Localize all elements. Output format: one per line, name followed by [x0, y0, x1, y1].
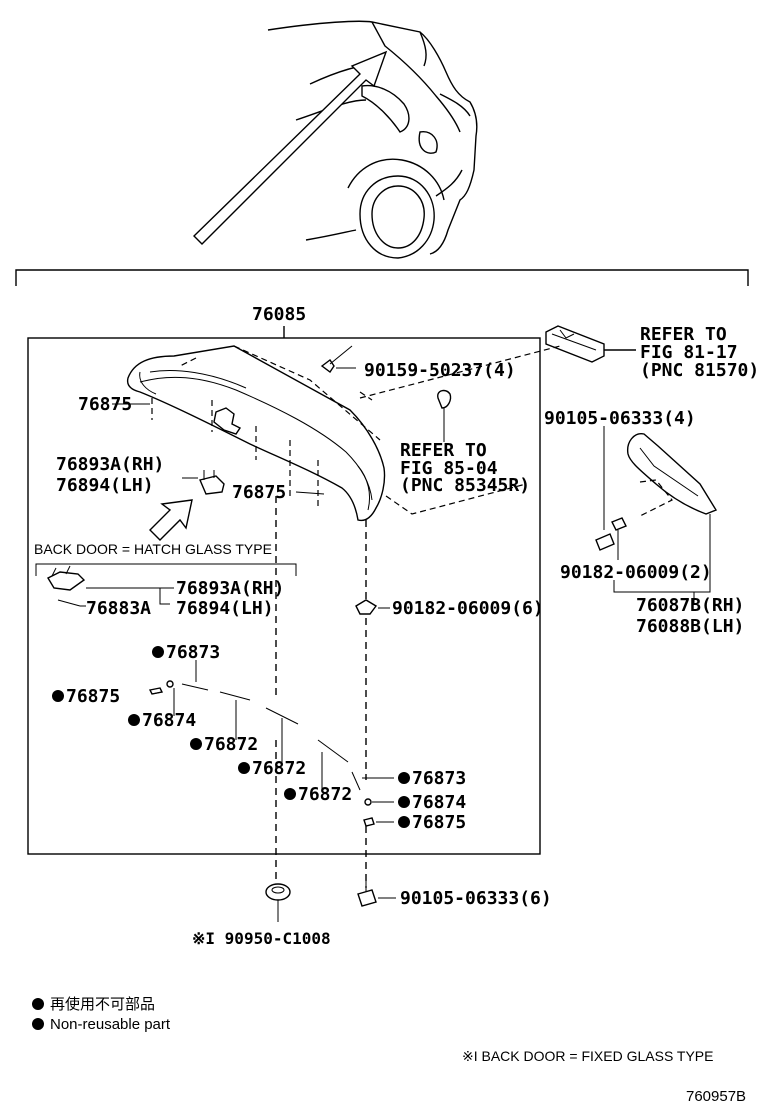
non-reusable-dot — [398, 772, 410, 784]
label-76893a-rh-lower: 76893A(RH) — [176, 578, 284, 599]
rear-spoiler — [126, 345, 386, 522]
clip-90105-bottom — [357, 880, 377, 907]
label-76873-lower: 76873 — [412, 768, 466, 789]
vehicle-illustration — [193, 20, 478, 259]
non-reusable-dot — [152, 646, 164, 658]
legend-japanese: 再使用不可部品 — [50, 996, 155, 1013]
legend-english: Non-reusable part — [50, 1016, 171, 1033]
non-reusable-dot — [398, 816, 410, 828]
non-reusable-dot — [238, 762, 250, 774]
label-76088b-lh: 76088B(LH) — [636, 616, 744, 637]
label-76893a-rh-upper: 76893A(RH) — [56, 454, 164, 475]
label-76873-upper: 76873 — [166, 642, 220, 663]
label-76872-second: 76872 — [252, 758, 306, 779]
non-reusable-dot — [52, 690, 64, 702]
washer-nozzle-part — [437, 389, 452, 442]
label-refer-85-04-line1: REFER TO — [400, 440, 487, 461]
label-76883a: 76883A — [86, 598, 151, 619]
non-reusable-dot — [284, 788, 296, 800]
label-76875-lower-left: 76875 — [66, 686, 120, 707]
label-90950-c1008: ※I 90950-C1008 — [192, 929, 331, 948]
nut-90182-center — [355, 599, 378, 615]
fixed-glass-note: ※I BACK DOOR = FIXED GLASS TYPE — [462, 1048, 714, 1064]
label-refer-81-17-line3: (PNC 81570) — [640, 360, 759, 381]
label-90182-06009-2: 90182-06009(2) — [560, 562, 712, 583]
hatch-glass-type-header: BACK DOOR = HATCH GLASS TYPE — [34, 541, 272, 557]
legend-dot-japanese — [32, 998, 44, 1010]
label-76875-mid: 76875 — [232, 482, 286, 503]
figure-code: 760957B — [686, 1088, 746, 1105]
label-90159-50237: 90159-50237(4) — [364, 360, 516, 381]
top-assembly-number: 76085 — [252, 304, 306, 325]
clip-90105-side — [595, 533, 615, 551]
label-76874-left: 76874 — [142, 710, 196, 731]
label-refer-85-04-line3: (PNC 85345R) — [400, 475, 530, 496]
legend-dot-english — [32, 1018, 44, 1030]
non-reusable-dot — [190, 738, 202, 750]
side-spoiler-cover — [627, 433, 718, 517]
label-76872-third: 76872 — [298, 784, 352, 805]
label-76874-right: 76874 — [412, 792, 466, 813]
label-76875-lower-right: 76875 — [412, 812, 466, 833]
non-reusable-dot — [128, 714, 140, 726]
direction-arrow — [149, 499, 193, 541]
non-reusable-dot — [398, 796, 410, 808]
label-refer-81-17-line2: FIG 81-17 — [640, 342, 738, 363]
label-90105-06333-4: 90105-06333(4) — [544, 408, 696, 429]
legend: 再使用不可部品 Non-reusable part — [32, 996, 171, 1033]
high-mount-lamp-part — [545, 325, 605, 363]
label-76875-upper: 76875 — [78, 394, 132, 415]
label-refer-85-04-line2: FIG 85-04 — [400, 458, 498, 479]
label-90182-06009-6: 90182-06009(6) — [392, 598, 544, 619]
label-refer-81-17-line1: REFER TO — [640, 324, 727, 345]
assembly-bracket — [15, 269, 749, 286]
label-76894-lh-upper: 76894(LH) — [56, 475, 154, 496]
label-76087b-rh: 76087B(RH) — [636, 595, 744, 616]
label-76894-lh-lower: 76894(LH) — [176, 598, 274, 619]
nut-90182-side — [611, 517, 627, 531]
label-90105-06333-6: 90105-06333(6) — [400, 888, 552, 909]
label-76872-first: 76872 — [204, 734, 258, 755]
screw-90159 — [320, 345, 353, 374]
hatch-glass-bracket — [35, 563, 297, 607]
grommet-90950 — [265, 883, 291, 901]
